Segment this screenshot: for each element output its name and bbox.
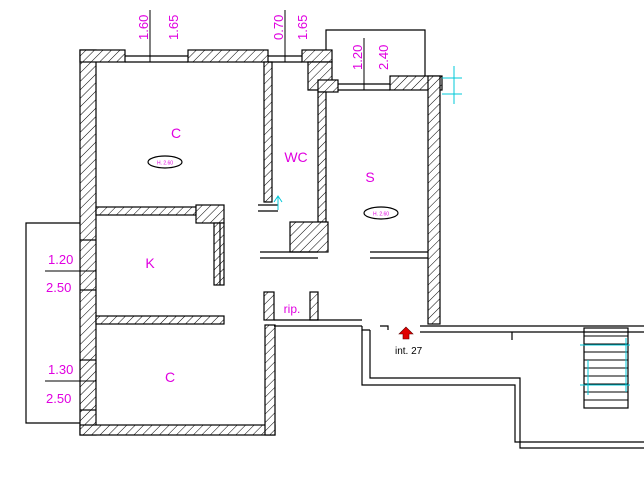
window-1-width: 1.60 — [136, 15, 151, 40]
window-5-height: 2.50 — [46, 391, 71, 406]
wall-left — [79, 49, 97, 436]
height-c-top: H. 2.60 — [157, 161, 173, 167]
wall-right — [427, 75, 441, 325]
wall-c-k-left — [95, 206, 197, 216]
height-markers — [147, 155, 399, 220]
stair-treads — [584, 335, 628, 401]
window-2-width: 0.70 — [271, 15, 286, 40]
window-5-width: 1.30 — [48, 362, 73, 377]
wall-wc-left — [263, 61, 273, 203]
window-2-height: 1.65 — [295, 15, 310, 40]
window-4-height: 2.50 — [46, 280, 71, 295]
room-rip: rip. — [284, 302, 301, 316]
walls — [79, 49, 443, 436]
wall-top-right — [301, 49, 333, 63]
room-c-top: C — [171, 125, 181, 141]
wall-cb-right — [264, 324, 276, 436]
room-s: S — [365, 169, 374, 185]
window-4-width: 1.20 — [48, 252, 73, 267]
wall-bottom — [79, 424, 276, 436]
height-marker-s — [363, 206, 399, 220]
wall-s-top-left — [317, 79, 339, 93]
entrance-arrow-icon — [398, 326, 414, 340]
room-c-bottom: C — [165, 369, 175, 385]
wall-rip-right — [309, 291, 319, 321]
wall-rip-left — [263, 291, 275, 321]
wall-k-right — [213, 222, 225, 286]
wall-wc-right — [317, 91, 327, 223]
window-1-height: 1.65 — [166, 15, 181, 40]
cyan-annotations — [273, 66, 630, 395]
window-3-height: 2.40 — [376, 45, 391, 70]
thin-lines — [25, 29, 644, 449]
wall-top-left — [79, 49, 126, 63]
entrance-label: int. 27 — [395, 346, 423, 357]
wall-wc-box — [289, 221, 329, 253]
height-marker-c-top — [147, 155, 183, 169]
height-s: H. 2.60 — [373, 212, 389, 218]
wall-k-c — [95, 315, 225, 325]
room-k: K — [145, 255, 155, 271]
room-wc: WC — [284, 149, 307, 165]
wall-top-mid — [187, 49, 269, 63]
window-3-width: 1.20 — [350, 45, 365, 70]
wall-c-k-right — [195, 204, 225, 224]
dimension-lines — [45, 10, 365, 382]
